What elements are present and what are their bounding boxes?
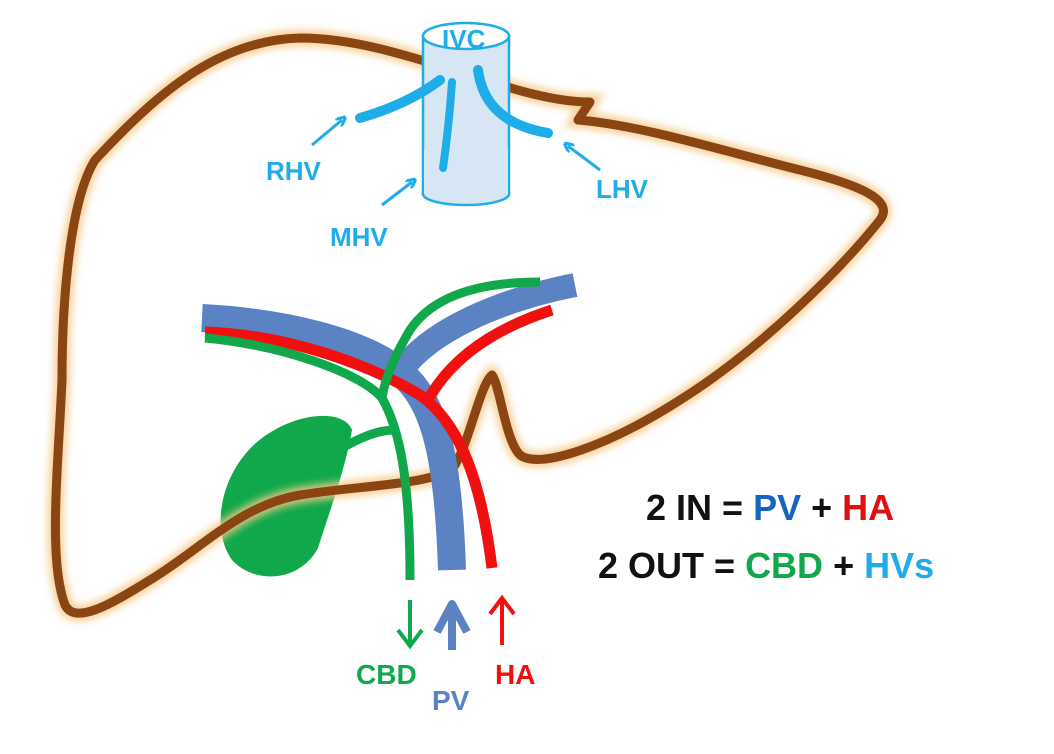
formula-line-out: 2 OUT = CBD + HVs — [548, 545, 964, 586]
bile-duct-right-branch — [204, 333, 386, 402]
formula-out-cbd: CBD — [745, 545, 823, 586]
mhv-label: MHV — [330, 222, 388, 252]
hepatic-artery-right-branch — [204, 326, 498, 569]
cbd-down-arrow — [396, 600, 424, 650]
ivc-label: IVC — [442, 24, 486, 54]
formula-in-prefix: 2 IN = — [646, 487, 753, 528]
bile-duct-left-branch — [377, 277, 541, 399]
common-bile-duct — [378, 395, 415, 581]
ha-up-arrow — [488, 594, 516, 645]
formula-line-in: 2 IN = PV + HA — [596, 487, 923, 528]
hepatic-artery-left-branch — [423, 304, 554, 403]
middle-hepatic-vein — [439, 78, 456, 172]
left-hepatic-vein — [473, 65, 553, 138]
lhv-label: LHV — [596, 174, 649, 204]
rhv-label: RHV — [266, 156, 322, 186]
portal-vein-left-branch — [390, 273, 578, 380]
lhv-arrow — [568, 146, 601, 172]
formula-in-pv: PV — [753, 487, 801, 528]
formula-in-ha: HA — [842, 487, 894, 528]
pv-up-arrow — [433, 600, 471, 650]
formula-out-plus: + — [823, 545, 864, 586]
formula-out-hvs: HVs — [864, 545, 934, 586]
right-hepatic-vein — [355, 75, 445, 123]
formula-in-plus: + — [801, 487, 842, 528]
ha-label: HA — [495, 659, 535, 690]
pv-label: PV — [432, 685, 470, 716]
rhv-arrow — [311, 120, 342, 147]
cbd-label: CBD — [356, 659, 417, 690]
mhv-arrow — [381, 182, 412, 207]
cystic-duct — [327, 425, 396, 459]
formula-out-prefix: 2 OUT = — [598, 545, 745, 586]
ivc-cylinder — [421, 21, 511, 207]
